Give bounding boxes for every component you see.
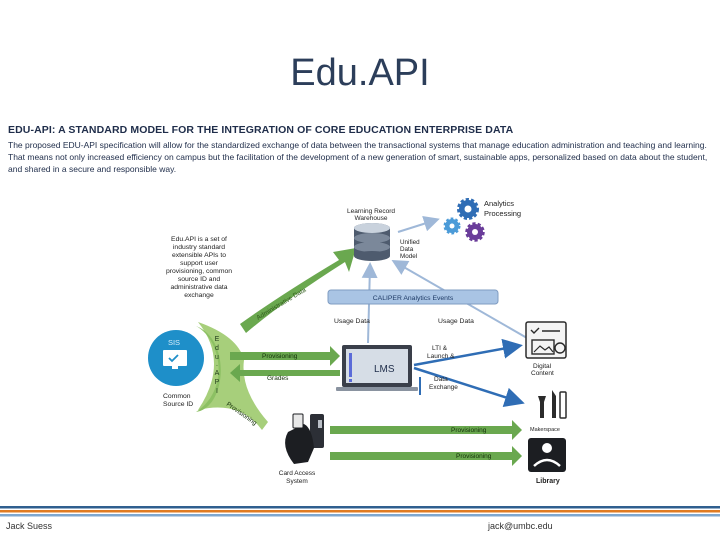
udm-line: Model — [400, 253, 417, 260]
desc-line: extensible APIs to — [172, 252, 226, 259]
desc-line: source ID and — [178, 276, 221, 283]
udm-line: Data — [400, 246, 414, 253]
common-source-line: Source ID — [163, 401, 193, 408]
eduapi-description: Edu.API is a set of industry standard ex… — [166, 236, 232, 299]
card-access-icon — [285, 413, 324, 464]
lti-line: Exchange — [429, 384, 458, 391]
lti-line: Data — [434, 376, 448, 383]
analytics-line: Analytics — [484, 199, 514, 208]
makerspace-label: Makerspace — [530, 427, 560, 433]
footer-email: jack@umbc.edu — [488, 521, 553, 531]
diagram-heading: EDU-API: A STANDARD MODEL FOR THE INTEGR… — [8, 124, 514, 136]
lms-label: LMS — [374, 364, 395, 375]
lti-arrow-content — [413, 338, 523, 367]
library-label: Library — [536, 478, 560, 485]
desc-line: industry standard — [173, 244, 225, 251]
card-access-line: System — [286, 478, 308, 485]
database-icon — [354, 223, 390, 261]
provisioning-library-arrow — [330, 446, 522, 466]
footer-stripes — [0, 506, 720, 517]
administrative-data-arrow — [240, 248, 356, 333]
caliper-bar — [327, 289, 499, 305]
vertical-letter: E — [215, 336, 220, 343]
warehouse-to-analytics-arrow — [397, 215, 440, 233]
administrative-data-label: Administrative Data — [255, 286, 307, 321]
vertical-letter: u — [215, 354, 219, 361]
desc-line: Edu.API is a set of — [171, 236, 227, 243]
digital-content-line: Content — [531, 370, 554, 377]
makerspace-icon — [538, 390, 567, 419]
footer-author: Jack Suess — [6, 521, 53, 531]
provisioning-makerspace-arrow — [330, 420, 522, 440]
card-access-line: Card Access — [279, 470, 316, 477]
desc-line: administrative data — [170, 284, 227, 291]
sis-label: SIS — [168, 338, 180, 347]
analytics-gears-icon — [443, 198, 485, 242]
provisioning-lms-arrow — [230, 346, 340, 366]
desc-line: exchange — [184, 292, 214, 299]
analytics-line: Processing — [484, 209, 521, 218]
intro-paragraph: The proposed EDU-API specification will … — [8, 140, 708, 174]
desc-line: support user — [180, 260, 219, 267]
lti-line: Launch & — [427, 353, 455, 360]
provisioning-makerspace-label: Provisioning — [451, 427, 487, 434]
common-source-line: Common — [163, 393, 191, 400]
vertical-letter: A — [215, 370, 220, 377]
lrw-label-line: Warehouse — [355, 215, 388, 222]
eduapi-vertical-label: E d u . A P I — [215, 336, 220, 395]
provisioning-library-label: Provisioning — [456, 453, 492, 460]
library-icon — [528, 438, 566, 472]
grades-arrow — [230, 364, 340, 382]
digital-content-line: Digital — [533, 363, 552, 370]
vertical-letter: I — [216, 388, 218, 395]
lrw-label-line: Learning Record — [347, 208, 395, 215]
caliper-label: CALIPER Analytics Events — [373, 295, 454, 302]
grades-label: Grades — [267, 375, 289, 382]
vertical-letter: . — [216, 361, 218, 368]
usage-data-left: Usage Data — [334, 318, 370, 325]
eduapi-band — [196, 326, 221, 412]
monitor-check-icon — [163, 350, 187, 369]
slide-title: Edu.API — [290, 52, 430, 94]
usage-data-right: Usage Data — [438, 318, 474, 325]
vertical-letter: P — [215, 379, 220, 386]
digital-content-icon — [525, 321, 567, 359]
vertical-letter: d — [215, 345, 219, 352]
udm-line: Unified — [400, 239, 420, 246]
lti-line: LTI & — [432, 345, 448, 352]
provisioning-lms-label: Provisioning — [262, 353, 298, 360]
lms-laptop-icon — [336, 345, 418, 391]
desc-line: provisioning, common — [166, 268, 232, 275]
lti-arrow-makerspace — [413, 366, 525, 407]
